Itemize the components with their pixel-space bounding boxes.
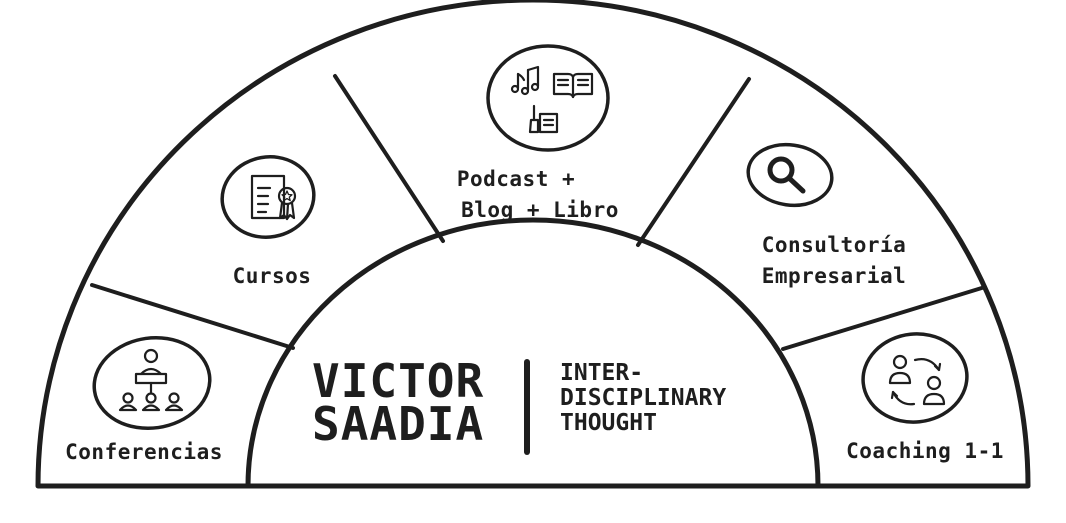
brand-tagline-line3: THOUGHT: [560, 410, 657, 436]
icon-frame: [746, 142, 834, 208]
coaching-people-icon: [888, 354, 946, 406]
segment-label-line2: Blog + Libro: [461, 198, 619, 222]
brand-block: VICTOR SAADIA INTER- DISCIPLINARY THOUGH…: [312, 354, 726, 455]
inner-arch: [245, 217, 821, 489]
segment-conferencias: Conferencias: [65, 335, 223, 464]
segment-coaching: Coaching 1-1: [846, 332, 1004, 463]
icon-frame: [220, 155, 316, 239]
segment-label: Conferencias: [65, 440, 223, 464]
media-book-blog-icon: [510, 65, 594, 134]
icon-frame: [486, 44, 610, 152]
segment-label: Coaching 1-1: [846, 439, 1004, 463]
outer-arch: [35, 0, 1031, 489]
brand-name-line1: VICTOR: [312, 354, 484, 408]
icon-frame: [861, 332, 969, 424]
brand-tagline-line1: INTER-: [560, 360, 643, 386]
conference-speaker-icon: [118, 348, 184, 412]
divider-4: [781, 285, 987, 351]
segment-podcast-blog-libro: Podcast + Blog + Libro: [457, 44, 619, 222]
magnifier-icon: [767, 156, 806, 194]
segment-consultoria: Consultoría Empresarial: [746, 142, 907, 288]
segment-label: Cursos: [233, 264, 312, 288]
segment-label-line2: Empresarial: [762, 264, 907, 288]
divider-1: [90, 283, 295, 350]
certificate-icon: [250, 174, 297, 221]
icon-frame: [92, 335, 212, 431]
brand-name-line2: SAADIA: [312, 397, 484, 451]
divider-2: [333, 74, 445, 243]
segment-label-line1: Podcast +: [457, 167, 575, 191]
brand-tagline-line2: DISCIPLINARY: [560, 385, 726, 411]
segment-label-line1: Consultoría: [762, 233, 907, 257]
divider-3: [636, 77, 751, 247]
segment-cursos: Cursos: [220, 155, 316, 288]
